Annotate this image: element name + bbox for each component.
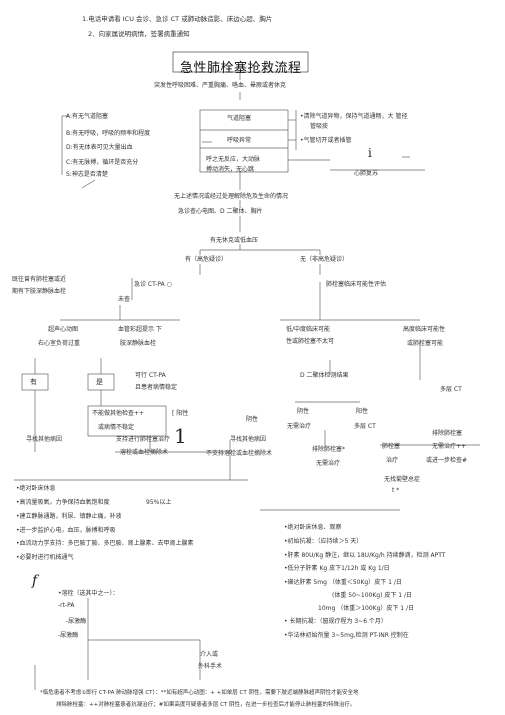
support-thrombolysis-2: 溶栓或血栓摘除术 bbox=[120, 449, 169, 456]
high-prob-2: 或肺栓塞可能 bbox=[407, 340, 444, 347]
multi-ct-2: 多层 CT bbox=[354, 423, 376, 430]
care-right-6: (体重 50~100Kg) 皮下 1 /日 bbox=[332, 592, 413, 599]
care-right-4: •低分子肝素 Kg 皮下1/12h 或 Kg 1/日 bbox=[284, 565, 390, 572]
care-left-3: •建立静脉通路，利尿、镇静止痛，补液 bbox=[16, 513, 122, 520]
surgery-1: 介入或 bbox=[200, 651, 219, 658]
ctpa-feasible-2: 且患者病情稳定 bbox=[135, 384, 178, 391]
indication-2: t * bbox=[392, 487, 400, 494]
clinical-assessment: 肺栓塞临床可能性评估 bbox=[326, 281, 387, 288]
check-breathing: B:有无呼吸，呼吸的频率和程度 bbox=[66, 130, 151, 137]
footer-note-2: 排除肺栓塞：++对肺栓塞患者抗凝治疗；#如果高度可疑患者多层 CT 阴性，在进一… bbox=[56, 702, 356, 708]
no-treatment: 无需治疗 bbox=[287, 423, 312, 430]
ctpa-feasible-1: 可行 CT-PA bbox=[135, 372, 166, 379]
exclude-pe-2: 排除肺栓塞 bbox=[432, 430, 463, 437]
box-cardiac-1: 呼之无反应，大动脉 bbox=[206, 156, 261, 163]
negative-mid: 阴性 bbox=[297, 408, 310, 415]
action-airway-2: 管吸痰 bbox=[310, 123, 329, 130]
care-right-1: •绝对卧床休息、观察 bbox=[284, 524, 342, 531]
care-right-8: • 长期抗凝：（窗规疗程为 3~6 个月） bbox=[284, 618, 387, 625]
check-airway: A:有无气道阻塞 bbox=[66, 113, 109, 120]
check-circulation: C:有无脉搏，循环是否充分 bbox=[66, 159, 139, 166]
high-prob-1: 高度临床可能性 bbox=[403, 326, 446, 333]
history-note-1: 既往曾有肺栓塞或近 bbox=[12, 276, 67, 283]
check-bleeding: D:有无体表可见大量出血 bbox=[66, 144, 133, 151]
thrombolysis-1: •溶栓（选其中之一）： bbox=[58, 590, 119, 597]
thrombolysis-2: -rt-PA bbox=[58, 602, 75, 609]
no-thrombolysis: 不支持溶栓或血栓摘除术 bbox=[206, 450, 273, 457]
care-left-5: •血流动力学支持：多巴胺丁胺、多巴胺、肾上腺素、去甲肾上腺素 bbox=[16, 540, 194, 547]
care-right-2: •初始抗凝：（应持续＞5 天） bbox=[284, 538, 363, 545]
treat-label: 治疗 bbox=[386, 457, 399, 464]
box-breathing: 呼吸异常 bbox=[227, 137, 252, 144]
other-cause-left: 寻找其他病因 bbox=[26, 436, 63, 443]
other-test-1: 血管彩超提示 下 bbox=[118, 326, 162, 333]
action-oxygen: •气管切开或者插管 bbox=[300, 137, 352, 144]
care-left-2: •高流量吸氧，力争保持血氧饱和度 bbox=[16, 499, 110, 506]
positive-mid: 阳性 bbox=[356, 408, 369, 415]
echo-2: 右心室负荷过重 bbox=[38, 340, 81, 347]
pe-label: 肺栓塞 bbox=[382, 443, 401, 450]
care-left-4: •进一步监护心电，血压，脉搏和呼吸 bbox=[16, 527, 116, 534]
ct-unavailable: 未查 bbox=[118, 296, 131, 303]
exclude-pe-1: 排除肺栓塞* bbox=[312, 446, 346, 453]
page-title: 急性肺栓塞抢救流程 bbox=[180, 61, 302, 76]
care-right-9: •华法林初始剂量 3~5mg,检测 PT-INR 控制在 bbox=[284, 632, 409, 639]
no-treatment-2: 无需治疗 bbox=[316, 460, 341, 467]
ddimer-result: D 二聚体检测结果 bbox=[300, 372, 349, 379]
care-left-6: •必要时进行机械通气 bbox=[16, 554, 74, 561]
no-treatment-3: 无需治疗++ bbox=[432, 443, 467, 450]
shock-yes: 有（高危疑诊） bbox=[185, 256, 228, 263]
shock-question: 有无休克或低血压 bbox=[210, 237, 259, 244]
symbol-f: f bbox=[32, 573, 38, 589]
box-cardiac-2: 搏动消失，无心跳 bbox=[206, 166, 255, 173]
echo-1: 超声心动图 bbox=[48, 326, 79, 333]
header-note-1: 1.电话申请看 ICU 会诊、急诊 CT 或肺动脉造影、床边心超、胸片 bbox=[82, 15, 273, 23]
other-test-2: 肢深静脉血栓 bbox=[120, 340, 157, 347]
ct-positive: [ 阳性 bbox=[172, 410, 189, 417]
box-airway: 气道阻塞 bbox=[227, 115, 252, 122]
further-test: 或进一步检查# bbox=[426, 457, 468, 464]
low-prob-1: 低/中度临床可能 bbox=[286, 326, 331, 333]
thrombolysis-3: -尿激酶 bbox=[66, 618, 87, 625]
thrombolysis-4: -尿激酶 bbox=[58, 632, 79, 639]
spo2-target: 95%以上 bbox=[146, 499, 172, 506]
action-airway-1: •清除气道异物，保持气道通畅，大 管径 bbox=[300, 113, 408, 120]
result-no: 是 bbox=[96, 378, 103, 386]
low-prob-2: 性或肺栓塞不太可 bbox=[286, 338, 335, 345]
header-note-2: 2．向家属说明病情，签署病重通知 bbox=[88, 30, 190, 38]
urgent-ctpa: 急诊 CT-PA ○ bbox=[134, 281, 172, 288]
action-cpr: 心肺复苏 bbox=[354, 170, 379, 177]
check-consciousness: S:神志是否清楚 bbox=[66, 171, 108, 178]
result-yes: 有 bbox=[30, 378, 37, 386]
big-number-1: 1 bbox=[174, 424, 187, 448]
symptoms-text: 突发性呼吸困难、严重胸痛、咯血、晕厥或者休克 bbox=[154, 82, 287, 89]
mark-i: i bbox=[368, 146, 372, 160]
care-left-1: •绝对卧床休息 bbox=[16, 485, 56, 492]
stable-text: 无上述情况或经过处理解除危及生命的情况 bbox=[174, 193, 289, 200]
indication-1: 无找菊壁总症 bbox=[384, 476, 421, 483]
negative-left: 阴性 bbox=[246, 416, 259, 423]
shock-no: 无（非高危疑诊） bbox=[300, 256, 349, 263]
search-cause: 寻找其他病因 bbox=[230, 436, 267, 443]
care-right-5: •磺达肝素 5mg （体重＜50Kg）皮下 1 /日 bbox=[284, 579, 402, 586]
urgent-tests: 急诊查心电图、D 二聚体、胸片 bbox=[178, 208, 263, 215]
care-right-3: •肝素 80U/Kg 静注，继以 18U/Kg/h 持续静滴，检测 APTT bbox=[284, 552, 446, 559]
care-right-7: 10mg （体重＞100Kg）皮下 1 /日 bbox=[318, 605, 415, 612]
history-note-2: 期有下肢深静脉血栓 bbox=[12, 288, 67, 295]
unstable-2: 或病情不稳定 bbox=[98, 424, 135, 431]
footer-note-1: *临危患者不考虑①即行 CT-PA 肺动脉增强 CT）：**如有超声心动图：+ … bbox=[40, 690, 359, 696]
support-thrombolysis-1: 支持进行肺栓塞治疗 bbox=[116, 436, 171, 443]
surgery-2: 外科手术 bbox=[198, 663, 223, 670]
multi-ct: 多层 CT bbox=[440, 386, 462, 393]
unstable-1: 不能做其他检查++ bbox=[92, 410, 145, 417]
